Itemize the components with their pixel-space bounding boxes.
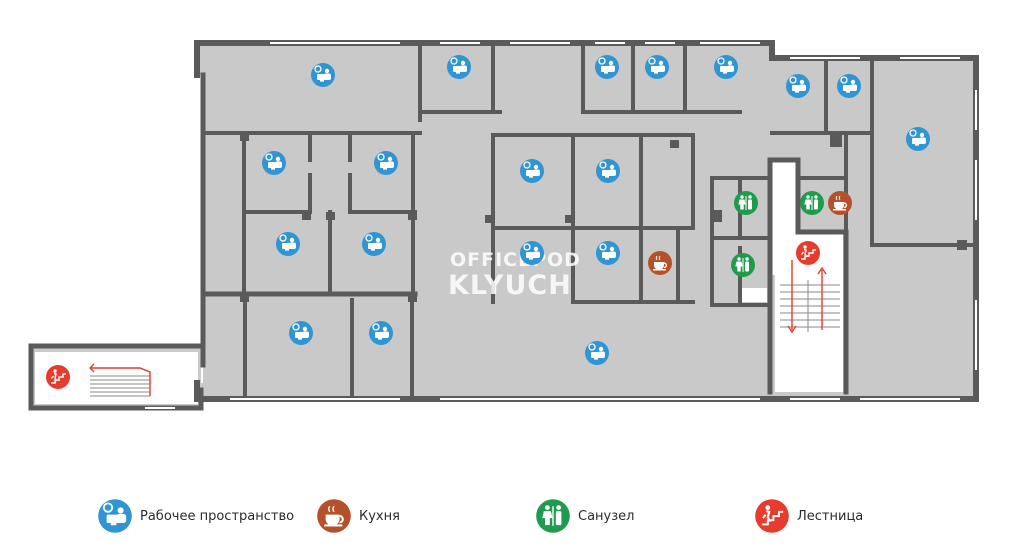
workspace-icon — [519, 158, 545, 184]
workspace-icon — [310, 62, 336, 88]
workspace-icon — [713, 54, 739, 80]
workspace-icon — [595, 240, 621, 266]
stairs-person-icon — [795, 240, 821, 266]
workspace-icon — [905, 126, 931, 152]
workspace-icon — [261, 150, 287, 176]
workspace-icon — [368, 320, 394, 346]
workspace-icon — [519, 240, 545, 266]
coffee-cup-icon — [827, 190, 853, 216]
workspace-desk-icon — [98, 499, 132, 533]
workspace-icon — [836, 73, 862, 99]
workspace-icon — [595, 158, 621, 184]
workspace-icon — [584, 340, 610, 366]
watermark: OFFICEPOD KLYUCH — [448, 249, 581, 301]
workspace-icon — [785, 73, 811, 99]
restroom-icon — [731, 253, 755, 277]
legend-label: Лестница — [797, 508, 864, 524]
stairs-person-icon — [755, 499, 789, 533]
legend-label: Кухня — [359, 508, 400, 524]
columns — [240, 133, 967, 302]
workspace-icon — [446, 54, 472, 80]
legend-label: Рабочее пространство — [140, 508, 295, 524]
coffee-cup-icon — [317, 499, 351, 533]
workspace-icon — [373, 150, 399, 176]
windows — [145, 42, 977, 409]
workspace-icon — [275, 231, 301, 257]
watermark-line2: KLYUCH — [448, 270, 572, 301]
workspace-icon — [288, 320, 314, 346]
legend-item-restroom: Санузел — [536, 497, 634, 535]
stairs-drawing — [90, 280, 840, 397]
workspace-icon — [644, 54, 670, 80]
legend-item-workspace: Рабочее пространство — [98, 497, 294, 535]
legend-label: Санузел — [578, 508, 635, 524]
workspace-icon — [594, 54, 620, 80]
stairs-arrows — [89, 260, 827, 396]
watermark-line1: OFFICEPOD — [450, 249, 581, 271]
restroom-icon — [800, 191, 824, 215]
restroom-icon — [536, 499, 570, 533]
legend-item-stairs: Лестница — [755, 497, 863, 535]
restroom-icon — [734, 191, 758, 215]
stairs-person-icon — [45, 364, 71, 390]
legend-item-kitchen: Кухня — [317, 497, 400, 535]
coffee-cup-icon — [647, 250, 673, 276]
workspace-icon — [361, 231, 387, 257]
